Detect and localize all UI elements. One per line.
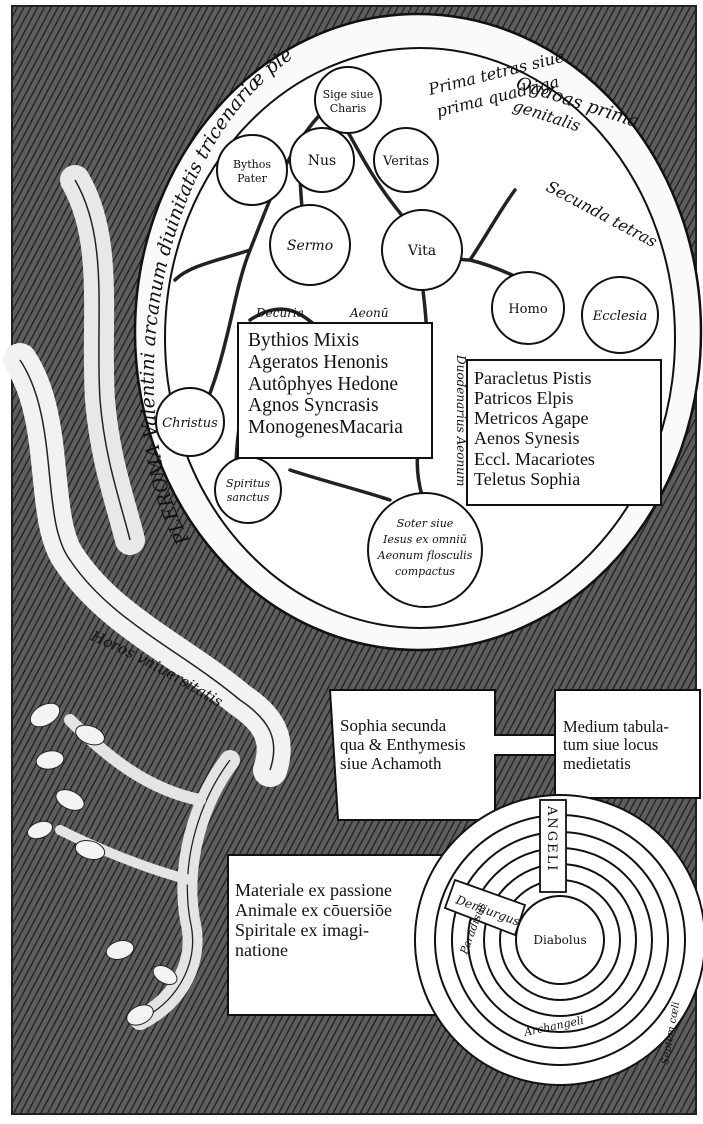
decuria-item: Ageratos Henonis bbox=[248, 351, 389, 373]
label-soter-1: Soter siue bbox=[397, 517, 454, 530]
medium-line: tum siue locus bbox=[563, 735, 659, 755]
label-sige-2: Charis bbox=[330, 102, 367, 115]
label-soter-2: Iesus ex omniū bbox=[382, 533, 467, 546]
angeli-label: ANGELI bbox=[544, 805, 559, 872]
medium-line: Medium tabula- bbox=[563, 717, 669, 736]
node-veritas bbox=[373, 127, 439, 193]
horos-scroll-outline bbox=[19, 359, 275, 771]
duodecad-box bbox=[466, 359, 662, 506]
materiale-line: Materiale ex passione bbox=[235, 880, 392, 900]
label-sermo: Sermo bbox=[287, 238, 333, 254]
duodenarius-heading: Duodenarius Aeonum bbox=[454, 354, 468, 486]
label-christus: Christus bbox=[162, 416, 218, 431]
node-vita bbox=[381, 209, 463, 291]
diabolus-label: Diabolus bbox=[533, 933, 586, 947]
node-christus bbox=[155, 387, 225, 457]
medium-box bbox=[554, 689, 701, 799]
label-soter-4: compactus bbox=[395, 565, 455, 578]
label-sige-1: Sige siue bbox=[323, 88, 374, 101]
medium-line: medietatis bbox=[563, 753, 631, 773]
materiale-line: Spiritale ex imagi- bbox=[235, 920, 369, 941]
materiale-text: Materiale ex passione Animale ex cōuersi… bbox=[235, 880, 392, 961]
root-left-outline bbox=[74, 179, 131, 541]
decuria-box bbox=[237, 322, 433, 459]
medium-text: Medium tabula- tum siue locus medietatis bbox=[563, 717, 669, 773]
label-soter-3: Aeonum flosculis bbox=[377, 549, 473, 562]
node-nus bbox=[289, 127, 355, 193]
plate-border bbox=[11, 5, 697, 1115]
lower-branch-2 bbox=[55, 825, 195, 885]
sophia-line: qua & Enthymesis bbox=[340, 735, 466, 755]
decuria-list: Bythios Mixis Ageratos Henonis Autôphyes… bbox=[248, 330, 403, 439]
duodecad-list: Paracletus Pistis Patricos Elpis Metrico… bbox=[474, 368, 595, 489]
lower-root-outline bbox=[139, 759, 231, 1021]
decuria-item: Agnos Syncrasis bbox=[248, 395, 379, 417]
duodecad-item: Eccl. Macariotes bbox=[474, 448, 595, 469]
angeli-band bbox=[539, 799, 567, 893]
duodecad-item: Paracletus Pistis bbox=[474, 368, 592, 388]
label-nus: Nus bbox=[308, 153, 336, 169]
node-soter bbox=[367, 492, 483, 608]
duodecad-item: Metricos Agape bbox=[474, 408, 589, 429]
leaves bbox=[26, 702, 178, 1026]
duodecad-item: Aenos Synesis bbox=[474, 428, 580, 449]
sophia-line: siue Achamoth bbox=[340, 754, 442, 774]
materiale-line: natione bbox=[235, 940, 288, 961]
decuria-item: Autôphyes Hedone bbox=[248, 373, 399, 395]
duodecad-item: Teletus Sophia bbox=[474, 468, 581, 489]
label-ecclesia: Ecclesia bbox=[592, 309, 647, 324]
label-spiritus-1: Spiritus bbox=[226, 477, 270, 490]
decuria-heading: Decuria bbox=[255, 306, 304, 320]
sophia-line: Sophia secunda bbox=[340, 716, 447, 735]
node-ecclesia bbox=[581, 276, 659, 354]
label-veritas: Veritas bbox=[382, 154, 429, 169]
decuria-item: Bythios Mixis bbox=[248, 330, 360, 351]
demiurgus-band bbox=[443, 878, 527, 937]
node-sermo bbox=[269, 204, 351, 286]
sophia-text: Sophia secunda qua & Enthymesis siue Ach… bbox=[340, 716, 466, 773]
node-homo bbox=[491, 271, 565, 345]
decuria-item: MonogenesMacaria bbox=[248, 417, 403, 439]
aeonum-heading: Aeonū bbox=[349, 306, 388, 320]
node-spiritus bbox=[214, 456, 282, 524]
materiale-line: Animale ex cōuersiōe bbox=[235, 900, 392, 921]
label-homo: Homo bbox=[508, 302, 547, 317]
label-bythos-2: Pater bbox=[237, 172, 267, 185]
label-spiritus-2: sanctus bbox=[227, 491, 270, 504]
node-bythos bbox=[216, 134, 288, 206]
aeon-circles bbox=[155, 66, 659, 608]
label-bythos-1: Bythos bbox=[233, 158, 271, 171]
duodecad-item: Patricos Elpis bbox=[474, 388, 574, 409]
label-vita: Vita bbox=[407, 243, 436, 259]
node-sige bbox=[314, 66, 382, 134]
